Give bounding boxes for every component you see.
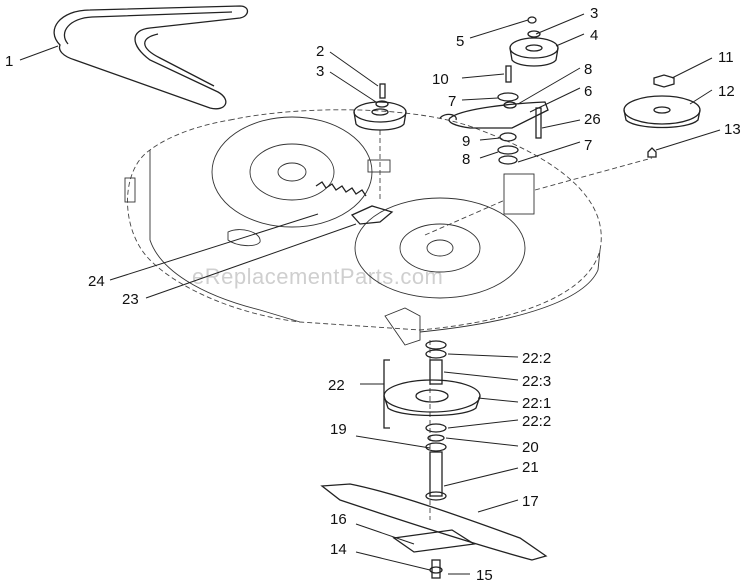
right-pulley-assembly — [509, 16, 559, 67]
callout-9: 9 — [462, 133, 470, 150]
callout-16: 16 — [330, 511, 347, 528]
callout-5: 5 — [456, 33, 464, 50]
callout-labels: 1 2 3 3 4 5 6 7 7 8 8 9 10 11 12 13 14 1… — [5, 5, 741, 584]
callout-22-2-upper: 22:2 — [522, 350, 551, 367]
callout-19: 19 — [330, 421, 347, 438]
callout-17: 17 — [522, 493, 539, 510]
callout-2: 2 — [316, 43, 324, 60]
idler-bracket-assembly — [439, 65, 549, 165]
callout-22-3: 22:3 — [522, 373, 551, 390]
mower-deck — [124, 109, 653, 520]
callout-22-1: 22:1 — [522, 395, 551, 412]
callout-20: 20 — [522, 439, 539, 456]
spindle-assembly — [383, 340, 481, 501]
blade-assembly — [320, 483, 548, 579]
callout-3-left: 3 — [316, 63, 324, 80]
callout-12: 12 — [718, 83, 735, 100]
callout-7-upper: 7 — [448, 93, 456, 110]
callout-22-2-lower: 22:2 — [522, 413, 551, 430]
callout-8-lower: 8 — [462, 151, 470, 168]
tension-spring-part-24 — [315, 181, 367, 197]
callout-4: 4 — [590, 27, 598, 44]
callout-8-upper: 8 — [584, 61, 592, 78]
idler-arm-part-23 — [350, 205, 394, 225]
callout-22: 22 — [328, 377, 345, 394]
callout-24: 24 — [88, 273, 105, 290]
callout-23: 23 — [122, 291, 139, 308]
callout-1: 1 — [5, 53, 13, 70]
callout-10: 10 — [432, 71, 449, 88]
watermark-text: eReplacementParts.com — [192, 264, 443, 289]
belt-part-1 — [53, 5, 249, 110]
callout-21: 21 — [522, 459, 539, 476]
callout-11: 11 — [718, 49, 734, 66]
nut-pulley-bolt-group — [623, 74, 701, 158]
callout-3-right: 3 — [590, 5, 598, 22]
leader-lines — [19, 13, 721, 575]
callout-26: 26 — [584, 111, 601, 128]
callout-15: 15 — [476, 567, 493, 584]
callout-6: 6 — [584, 83, 592, 100]
callout-13: 13 — [724, 121, 741, 138]
callout-7-lower: 7 — [584, 137, 592, 154]
callout-14: 14 — [330, 541, 347, 558]
left-pulley-assembly — [353, 83, 407, 131]
